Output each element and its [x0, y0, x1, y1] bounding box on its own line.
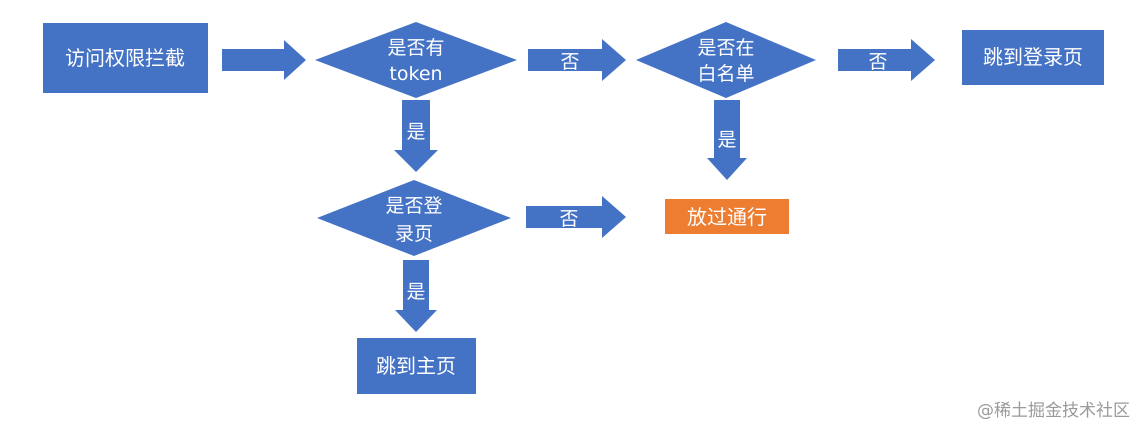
- decision-has-token-shape: [315, 22, 517, 98]
- arrow-token-no-shape: [528, 39, 626, 81]
- edge-whitelist-no-label: 否: [868, 51, 887, 73]
- arrow-whitelist-no-shape: [838, 39, 935, 81]
- decision-has-token-label-1: 是否有: [387, 37, 444, 59]
- arrow-whitelist-no: 否: [838, 39, 935, 81]
- decision-in-whitelist-label-1: 是否在: [697, 37, 754, 59]
- decision-has-token: 是否有 token: [315, 22, 517, 98]
- arrow-token-yes-shape: [394, 100, 438, 172]
- arrow-token-yes: 是: [394, 100, 438, 172]
- arrow-login-page-yes: 是: [395, 260, 437, 332]
- arrow-start-to-token-shape: [222, 40, 306, 80]
- node-home-redirect-box: [357, 338, 476, 394]
- arrow-whitelist-yes: 是: [707, 100, 747, 180]
- watermark-text: @稀土掘金技术社区: [977, 401, 1130, 421]
- decision-in-whitelist: 是否在 白名单: [636, 22, 816, 98]
- decision-is-login-page-shape: [317, 180, 511, 256]
- decision-has-token-label-2: token: [389, 63, 442, 85]
- edge-whitelist-yes-label: 是: [717, 129, 736, 151]
- edge-token-no-label: 否: [560, 51, 579, 73]
- node-access-intercept-label: 访问权限拦截: [65, 46, 185, 70]
- node-allow-pass: 放过通行: [665, 199, 789, 234]
- decision-is-login-page: 是否登 录页: [317, 180, 511, 256]
- node-login-redirect: 跳到登录页: [962, 30, 1104, 85]
- node-home-redirect-label: 跳到主页: [376, 354, 456, 378]
- node-home-redirect: 跳到主页: [357, 338, 476, 394]
- decision-in-whitelist-shape: [636, 22, 816, 98]
- node-allow-pass-box: [665, 199, 789, 234]
- node-access-intercept: 访问权限拦截: [43, 23, 208, 93]
- edge-token-yes-label: 是: [406, 121, 425, 143]
- decision-in-whitelist-label-2: 白名单: [697, 63, 754, 85]
- node-login-redirect-box: [962, 30, 1104, 85]
- decision-is-login-page-label-1: 是否登: [385, 195, 442, 217]
- node-login-redirect-label: 跳到登录页: [983, 45, 1083, 69]
- arrow-start-to-token: [222, 40, 306, 80]
- edge-login-page-no-label: 否: [559, 208, 578, 230]
- arrow-whitelist-yes-shape: [707, 100, 747, 180]
- node-allow-pass-label: 放过通行: [687, 205, 767, 229]
- arrow-login-page-no-shape: [526, 196, 626, 238]
- arrow-login-page-yes-shape: [395, 260, 437, 332]
- node-access-intercept-box: [43, 23, 208, 93]
- decision-is-login-page-label-2: 录页: [395, 223, 433, 245]
- arrow-token-no: 否: [528, 39, 626, 81]
- arrow-login-page-no: 否: [526, 196, 626, 238]
- edge-login-page-yes-label: 是: [406, 281, 425, 303]
